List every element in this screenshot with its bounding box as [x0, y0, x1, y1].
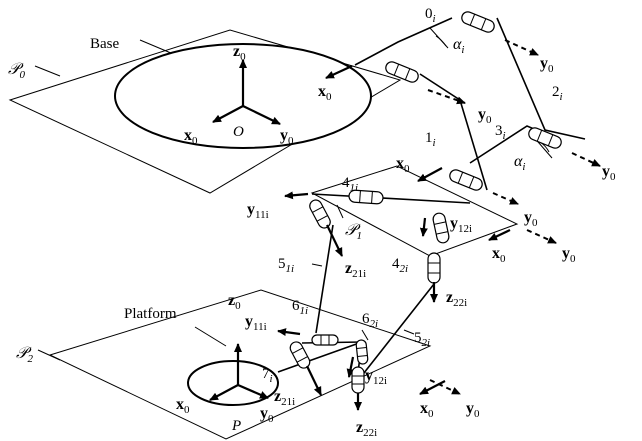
x0-arrow-top [325, 65, 353, 79]
link2-label: 2i [552, 84, 563, 103]
alpha-label-top: αi [453, 36, 464, 56]
p2-leader [37, 349, 61, 361]
z21-label-upper: z21i [345, 260, 366, 280]
plane-p1-label: 𝒫1 [345, 222, 362, 242]
z22-label-upper: z22i [446, 289, 467, 309]
y0-dir-4 [492, 192, 519, 205]
x0-label-right: x0 [492, 245, 506, 265]
y0-label-1: y0 [540, 55, 554, 75]
base-label: Base [90, 36, 120, 52]
y12-arrow-lower [346, 356, 355, 378]
alpha-arc-top [435, 35, 447, 47]
link-4-1 [311, 193, 471, 204]
y0-dir-2 [427, 89, 466, 105]
platform-point-label: P [231, 418, 241, 434]
link7-label: 7i [262, 366, 273, 385]
x0-arrow-mid [417, 167, 443, 182]
y12-label-lower: y12i [365, 367, 387, 387]
x0-arrow-right [488, 229, 511, 241]
y0-dir-6 [429, 379, 461, 395]
z21-arrow-lower [306, 365, 322, 396]
base-z0-label: z0 [233, 43, 246, 63]
platform-x0-axis [209, 384, 239, 401]
link51-leader [311, 263, 323, 267]
joint-p1-left [309, 199, 331, 229]
y11-arrow-lower [277, 328, 301, 337]
y0-dir-5 [526, 229, 557, 244]
y0-label-3: y0 [602, 163, 616, 183]
link62-leader [361, 329, 369, 341]
link-2 [496, 17, 586, 140]
base-x0-label: x0 [184, 127, 198, 147]
joint-p2-right [355, 339, 369, 365]
joint-mid-left [449, 169, 483, 191]
y0-label-4: y0 [524, 209, 538, 229]
plane-p0-label: 𝒫0 [8, 61, 26, 81]
link6-2-label: 62i [362, 311, 378, 330]
alpha-label-bottom: αi [514, 153, 525, 173]
y0-label-6: y0 [466, 400, 480, 420]
platform-label: Platform [124, 306, 177, 322]
link-7 [277, 341, 363, 373]
joint-41 [348, 189, 384, 205]
link5-2-label: 52i [414, 330, 430, 349]
p1-leader [336, 204, 344, 219]
base-plane [8, 29, 402, 194]
link0-label: 0i [425, 6, 436, 25]
link5-1-label: 51i [278, 256, 294, 275]
y0-label-5: y0 [562, 245, 576, 265]
y0-dir-3 [571, 152, 601, 167]
y11-label-upper: y11i [247, 201, 269, 221]
y12-arrow-upper [419, 217, 428, 237]
x0-label-mid: x0 [396, 155, 410, 175]
platform-label-leader [194, 326, 227, 347]
x0-label-bottom: x0 [420, 400, 434, 420]
y12-label-upper: y12i [450, 215, 472, 235]
y0-dir-1 [504, 39, 539, 56]
link-0 [354, 17, 453, 66]
base-y0-label: y0 [280, 127, 294, 147]
x0-label-top: x0 [318, 83, 332, 103]
y0-label-2: y0 [478, 106, 492, 126]
link4-1-label: 41i [342, 175, 358, 194]
joint-p1-right [432, 212, 450, 244]
link3-label: 3i [495, 123, 506, 142]
plane-p2-label: 𝒫2 [16, 345, 34, 365]
link52-leader [403, 329, 415, 335]
base-plane-leader [34, 65, 61, 77]
platform-y0-label: y0 [260, 405, 274, 425]
platform-plane [48, 289, 432, 440]
base-y0-axis [242, 105, 281, 125]
x0-arrow-bottom [419, 380, 446, 395]
base-x0-axis [212, 105, 244, 123]
z22-label-lower: z22i [356, 419, 377, 439]
link-5-1 [315, 224, 334, 334]
platform-x0-label: x0 [176, 396, 190, 416]
joint-top-right [461, 11, 495, 33]
link-5-2 [359, 283, 435, 379]
y11-label-lower: y11i [245, 313, 267, 333]
z21-arrow-upper [326, 224, 343, 257]
joint-p2-left [289, 341, 311, 369]
joint-top-left [385, 61, 419, 83]
link6-1-label: 61i [292, 298, 308, 317]
link1-label: 1i [425, 130, 436, 149]
platform-y0-axis [237, 383, 269, 400]
origin-label: O [233, 124, 244, 140]
joint-bottom [351, 366, 365, 394]
platform-z0-label: z0 [228, 292, 241, 312]
joint-61 [311, 334, 339, 346]
y11-arrow-upper [284, 191, 309, 200]
link4-2-label: 42i [392, 256, 408, 275]
joint-42 [427, 252, 441, 284]
z21-label-lower: z21i [274, 388, 295, 408]
intermediate-plane [310, 165, 519, 257]
joint-mid-right [528, 127, 562, 149]
